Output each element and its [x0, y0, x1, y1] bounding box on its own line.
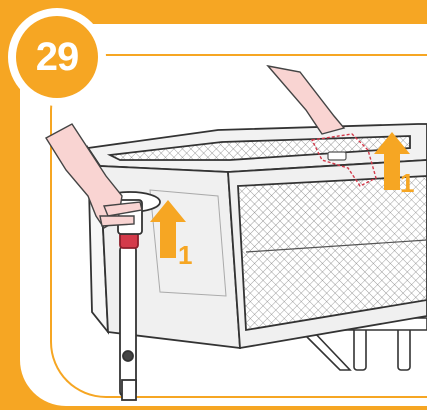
crib-side-pole — [99, 191, 161, 401]
right-lift-arrow — [374, 132, 410, 190]
right-arrow-label: 1 — [400, 168, 415, 198]
left-hand-illustration — [45, 123, 143, 229]
step-number-badge: 29 — [16, 16, 98, 98]
step-number: 29 — [35, 34, 79, 79]
left-arrow-label: 1 — [178, 240, 193, 270]
left-lift-arrow — [150, 200, 186, 258]
right-hand-illustration — [266, 64, 377, 187]
card-inner-border — [50, 54, 427, 398]
